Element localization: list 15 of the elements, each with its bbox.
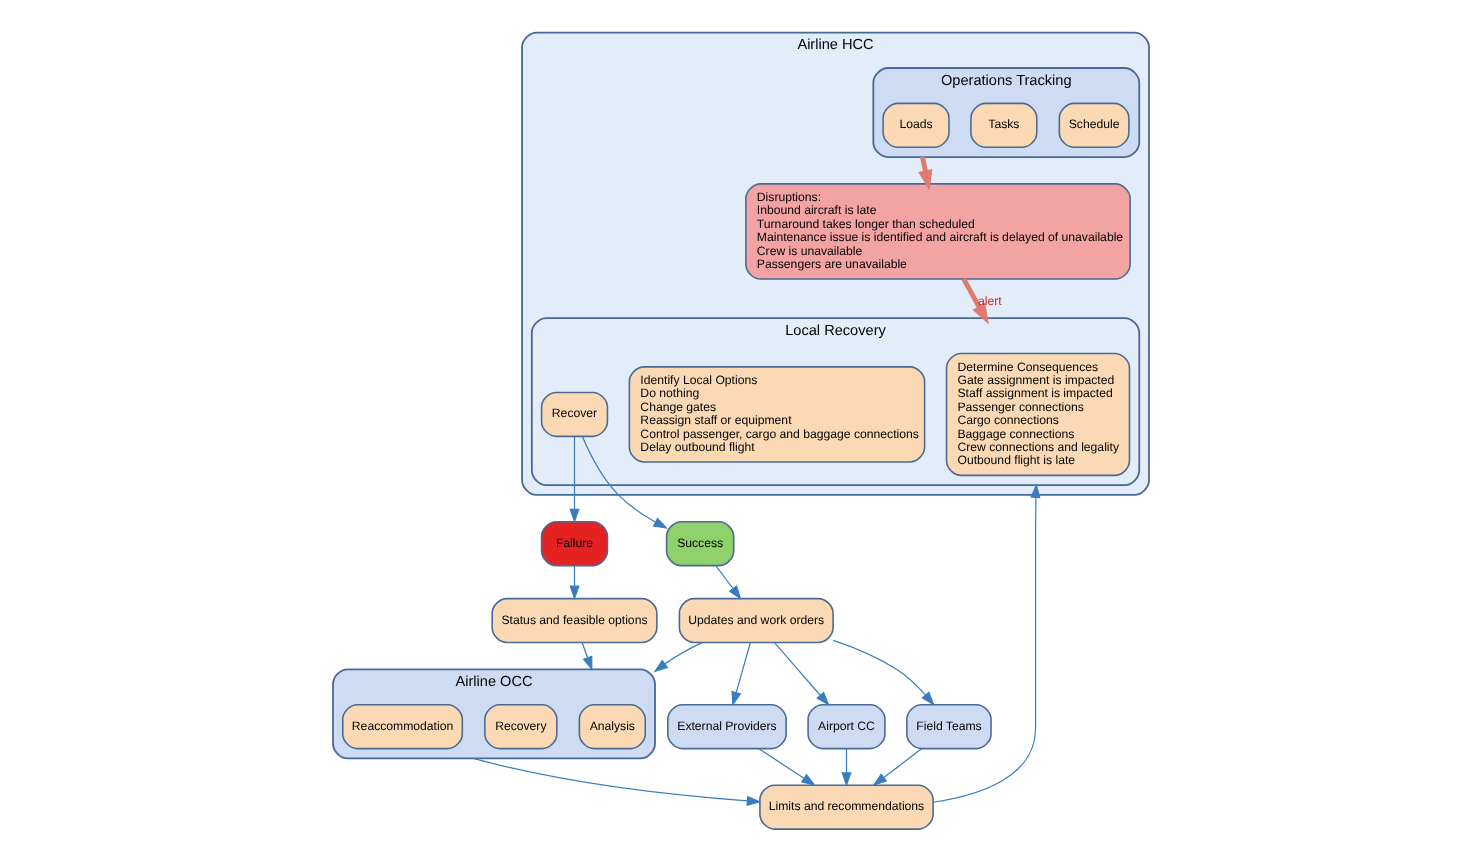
arrow [757,747,815,785]
arrow [471,756,761,805]
arrow [568,564,579,600]
arrow [714,564,741,599]
arrow [960,276,988,324]
arrow [840,747,851,786]
arrow [580,434,667,528]
arrow [871,747,922,786]
arrow [772,641,829,706]
arrow [568,434,579,523]
arrow [652,641,702,672]
arrow [580,641,592,671]
arrow [831,638,934,705]
arrow [730,641,750,706]
arrow [931,482,1040,802]
